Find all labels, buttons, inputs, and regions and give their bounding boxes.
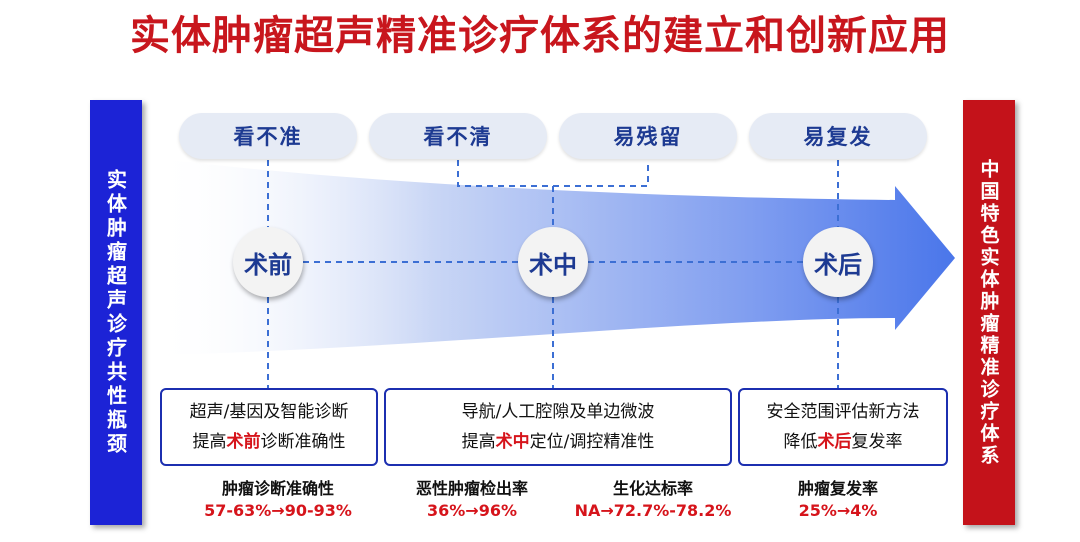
metric-label: 生化达标率 [612,479,693,498]
method-line: 安全范围评估新方法 [766,402,920,422]
metric: 恶性肿瘤检出率 36%→96% [362,478,582,522]
method-line: 提高术中定位/调控精准性 [461,432,655,452]
problem-pill: 看不准 [179,113,357,159]
metric-value: 25%→4% [798,501,878,520]
metric-value: NA→72.7%-78.2% [574,501,732,520]
right-bar-label: 中国特色实体肿瘤精准诊疗体系 [977,158,1000,467]
method-box: 安全范围评估新方法 降低术后复发率 [738,388,948,466]
metric-value: 36%→96% [427,501,517,520]
stage-circle-intraop: 术中 [518,227,588,297]
right-system-bar: 中国特色实体肿瘤精准诊疗体系 [963,100,1015,525]
problem-pill: 易复发 [749,113,927,159]
problem-pill: 易残留 [559,113,737,159]
method-line: 导航/人工腔隙及单边微波 [461,402,655,422]
method-box: 超声/基因及智能诊断 提高术前诊断准确性 [160,388,378,466]
metric-label: 肿瘤诊断准确性 [221,479,334,498]
left-bar-label: 实体肿瘤超声诊疗共性瓶颈 [103,168,128,457]
metric-label: 恶性肿瘤检出率 [415,479,528,498]
highlight-text: 术后 [817,432,852,452]
method-line: 超声/基因及智能诊断 [189,402,349,422]
metric: 肿瘤复发率 25%→4% [728,478,948,522]
highlight-text: 术中 [495,432,530,452]
method-line: 提高术前诊断准确性 [192,432,346,452]
method-box: 导航/人工腔隙及单边微波 提高术中定位/调控精准性 [384,388,732,466]
problem-pill: 看不清 [369,113,547,159]
metric: 肿瘤诊断准确性 57-63%→90-93% [168,478,388,522]
stage-circle-preop: 术前 [233,227,303,297]
stage-circle-postop: 术后 [803,227,873,297]
connector-line [457,160,649,187]
highlight-text: 术前 [226,432,261,452]
left-bottleneck-bar: 实体肿瘤超声诊疗共性瓶颈 [90,100,142,525]
metric: 生化达标率 NA→72.7%-78.2% [543,478,763,522]
method-line: 降低术后复发率 [783,432,903,452]
metric-label: 肿瘤复发率 [797,479,878,498]
page-title: 实体肿瘤超声精准诊疗体系的建立和创新应用 [130,13,950,59]
metric-value: 57-63%→90-93% [204,501,352,520]
